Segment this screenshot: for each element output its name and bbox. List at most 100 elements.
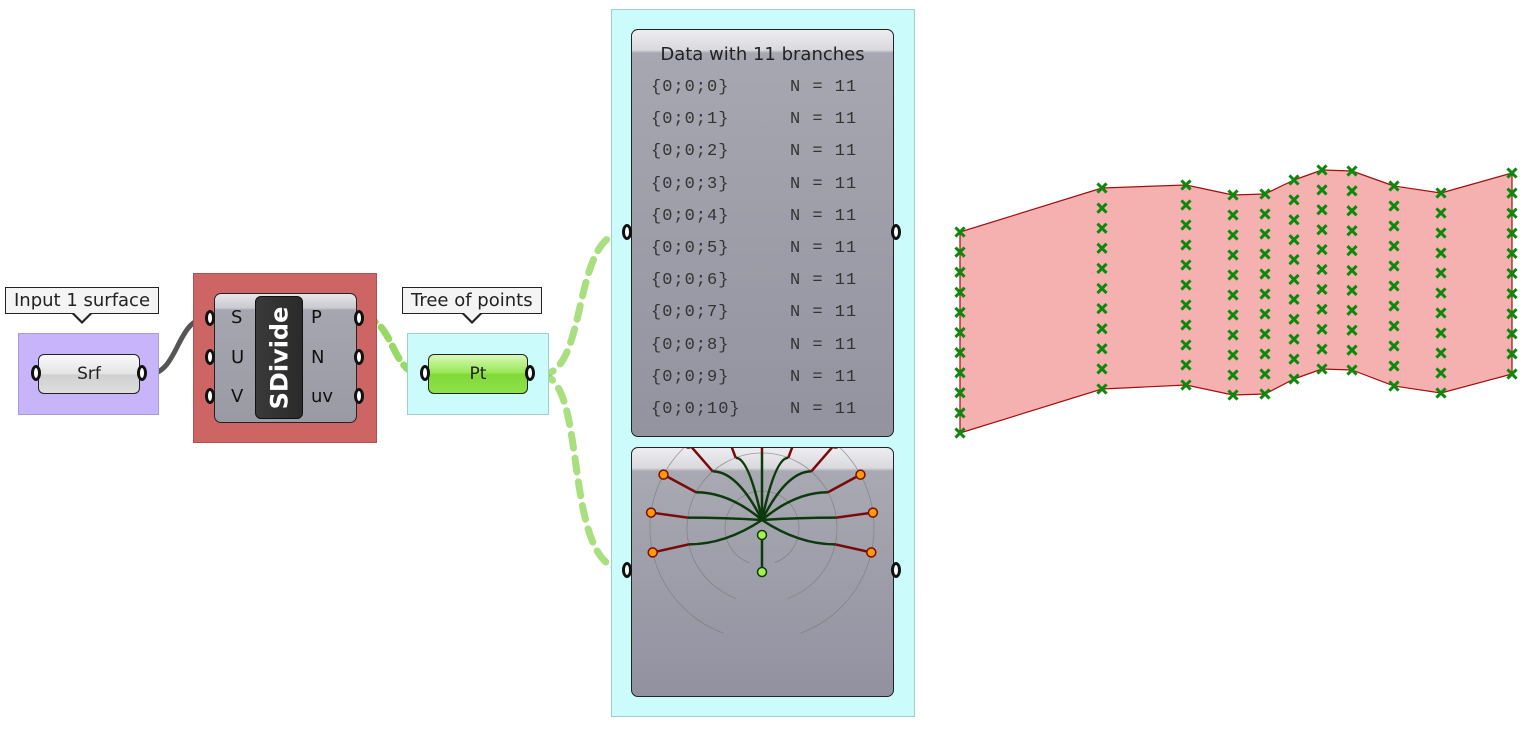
- tree-leaf-stem: [652, 543, 690, 554]
- point-marker: [1316, 204, 1328, 216]
- point-marker: [1316, 283, 1328, 296]
- sdivide-grip-s[interactable]: [205, 310, 215, 326]
- branch-count: N = 11: [790, 335, 858, 355]
- srf-input-grip[interactable]: [31, 365, 41, 381]
- branch-path: {0;0;4}: [651, 206, 730, 226]
- point-marker: [1227, 349, 1239, 361]
- point-marker: [954, 266, 966, 278]
- branch-row: {0;0;9}N = 11: [651, 368, 881, 400]
- sdivide-output-n[interactable]: N: [311, 347, 325, 368]
- viewer-output-grip[interactable]: [891, 562, 901, 578]
- point-marker: [1388, 300, 1400, 312]
- pt-param-label: Pt: [469, 364, 487, 384]
- point-marker: [954, 387, 966, 399]
- point-marker: [1435, 187, 1447, 199]
- point-marker: [1346, 225, 1358, 237]
- sdivide-grip-v[interactable]: [205, 388, 215, 404]
- sdivide-output-p[interactable]: P: [311, 307, 322, 328]
- point-marker: [1288, 174, 1300, 186]
- sdivide-input-s[interactable]: S: [231, 307, 243, 328]
- tree-leaf-stem: [787, 448, 794, 459]
- sdivide-component[interactable]: S U V SDivide P N uv: [214, 293, 357, 423]
- srf-param[interactable]: Srf: [38, 354, 140, 394]
- data-panel[interactable]: Data with 11 branches {0;0;0}N = 11{0;0;…: [631, 29, 894, 437]
- sdivide-grip-n[interactable]: [354, 349, 364, 365]
- tree-leaf-stem: [827, 473, 862, 494]
- panel-input-grip[interactable]: [622, 224, 632, 240]
- tree-branch: [688, 518, 763, 546]
- tooltip-input-surface: Input 1 surface: [5, 287, 160, 324]
- branch-path: {0;0;0}: [651, 78, 730, 97]
- point-marker: [954, 306, 966, 319]
- point-marker: [1388, 240, 1400, 252]
- point-marker: [1435, 367, 1447, 379]
- branch-count: N = 11: [790, 367, 858, 387]
- point-marker: [954, 326, 966, 339]
- branch-count: N = 11: [790, 400, 858, 419]
- point-marker: [1388, 220, 1400, 232]
- point-marker: [1388, 180, 1400, 192]
- tree-root-node: [756, 566, 768, 578]
- pt-output-grip[interactable]: [525, 365, 535, 381]
- point-marker: [1288, 214, 1300, 226]
- point-marker: [1346, 264, 1358, 277]
- point-marker: [1096, 363, 1108, 375]
- point-marker: [1259, 188, 1271, 200]
- tree-branch: [761, 518, 836, 546]
- point-marker: [954, 367, 966, 379]
- point-marker: [1096, 302, 1108, 315]
- branch-count: N = 11: [790, 78, 858, 97]
- panel-header: Data with 11 branches: [660, 44, 865, 65]
- srf-output-grip[interactable]: [137, 365, 147, 381]
- sdivide-grip-uv[interactable]: [354, 388, 364, 404]
- branch-count: N = 11: [790, 206, 858, 226]
- branch-path: {0;0;1}: [651, 110, 730, 130]
- sdivide-input-v[interactable]: V: [231, 386, 244, 407]
- tree-leaf-stem: [836, 511, 874, 519]
- viewport-preview: [954, 164, 1518, 439]
- point-marker: [1346, 324, 1358, 336]
- point-marker: [1316, 224, 1328, 236]
- sdivide-input-u[interactable]: U: [231, 347, 245, 368]
- tree-branch: [761, 516, 837, 522]
- tree-hub-node: [756, 529, 768, 541]
- point-marker: [1180, 279, 1192, 291]
- point-marker: [1435, 327, 1447, 339]
- point-marker: [1227, 269, 1239, 281]
- point-marker: [954, 226, 966, 238]
- sdivide-grip-p[interactable]: [354, 310, 364, 326]
- wire-pt-to-panel[interactable]: [536, 228, 630, 379]
- viewer-input-grip[interactable]: [622, 562, 632, 578]
- panel-output-grip[interactable]: [891, 224, 901, 240]
- branch-row: {0;0;4} N = 11: [651, 207, 881, 239]
- point-marker: [1435, 267, 1447, 279]
- branch-count: N = 11: [790, 142, 858, 162]
- tree-leaf-node: [866, 547, 877, 558]
- sdivide-name-box[interactable]: SDivide: [255, 296, 303, 419]
- pt-param[interactable]: Pt: [428, 354, 528, 394]
- point-marker: [1259, 248, 1271, 260]
- branch-path: {0;0;6}: [651, 271, 730, 291]
- param-viewer[interactable]: [631, 447, 894, 697]
- point-marker: [1346, 344, 1358, 356]
- tree-leaf-stem: [730, 448, 737, 459]
- point-marker: [1288, 234, 1300, 246]
- point-marker: [1506, 267, 1518, 280]
- point-marker: [1096, 262, 1108, 275]
- point-marker: [1388, 340, 1400, 352]
- branch-count: N = 11: [790, 271, 858, 291]
- sdivide-output-uv[interactable]: uv: [311, 386, 334, 407]
- point-marker: [1227, 329, 1239, 341]
- point-marker: [1506, 247, 1518, 260]
- wire-pt-to-viewer[interactable]: [536, 371, 630, 574]
- point-marker: [1346, 165, 1358, 177]
- tree-diagram: [645, 448, 879, 634]
- point-marker: [1506, 308, 1518, 320]
- tree-branch: [712, 470, 764, 521]
- pt-input-grip[interactable]: [420, 365, 430, 381]
- tree-branch: [761, 491, 828, 521]
- point-marker: [1288, 273, 1300, 286]
- point-marker: [1180, 179, 1192, 191]
- sdivide-grip-u[interactable]: [205, 349, 215, 365]
- branch-path: {0;0;5}: [651, 239, 730, 258]
